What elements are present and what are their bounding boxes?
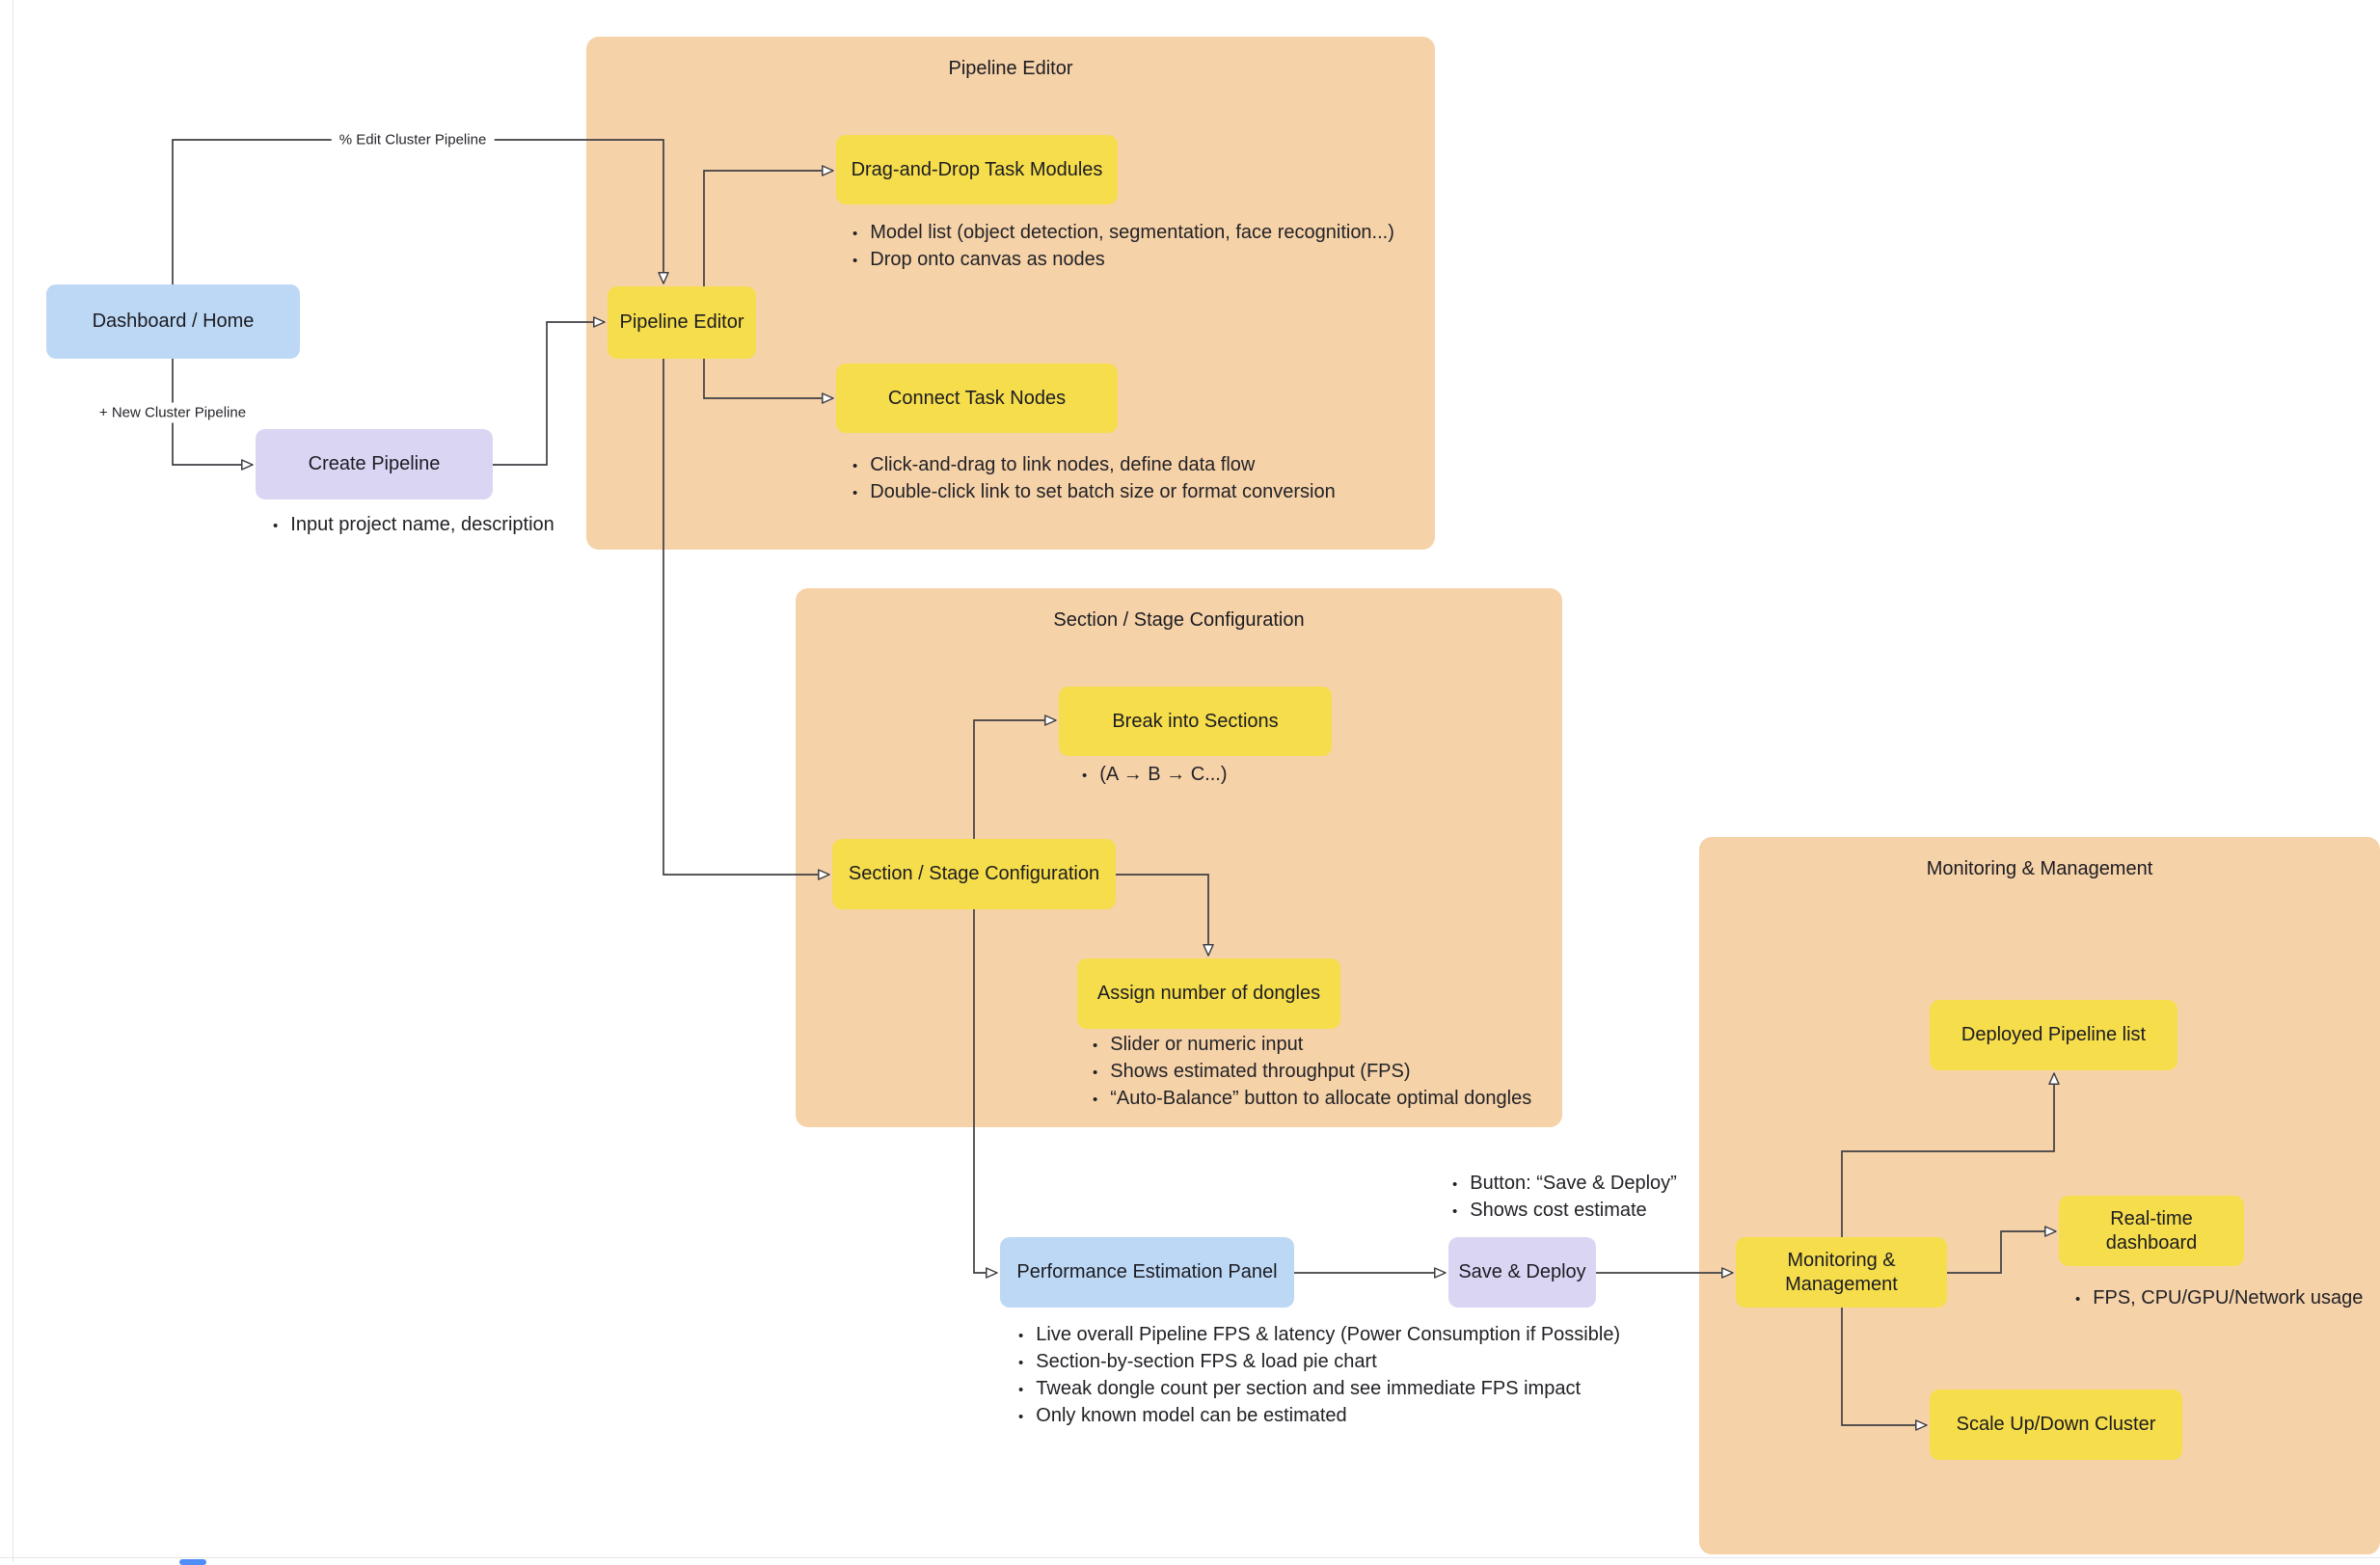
- node-drag-drop-task-modules[interactable]: Drag-and-Drop Task Modules: [836, 135, 1118, 204]
- node-pipeline-editor[interactable]: Pipeline Editor: [608, 286, 756, 359]
- bullet-icon: [1018, 1323, 1023, 1349]
- note-break-sections: (A → B → C...): [1082, 762, 1228, 789]
- bullet-icon: [1018, 1377, 1023, 1403]
- bullet-icon: [1082, 763, 1087, 789]
- node-deployed-pipeline-list[interactable]: Deployed Pipeline list: [1930, 1000, 2177, 1070]
- note-text: Button: “Save & Deploy”: [1470, 1173, 1677, 1194]
- note-text: Input project name, description: [290, 514, 554, 535]
- note-text: Section-by-section FPS & load pie chart: [1036, 1351, 1377, 1372]
- edge-section-stage-to-break-sections: [973, 715, 1057, 839]
- bullet-icon: [1452, 1172, 1457, 1198]
- canvas-left-border: [13, 0, 14, 1562]
- note-text: “Auto-Balance” button to allocate optima…: [1110, 1088, 1532, 1109]
- bullet-icon: [1093, 1060, 1097, 1086]
- node-realtime-dashboard[interactable]: Real-time dashboard: [2059, 1196, 2244, 1266]
- bullet-icon: [273, 513, 278, 539]
- note-performance-panel: Live overall Pipeline FPS & latency (Pow…: [1018, 1322, 1620, 1430]
- bullet-icon: [852, 221, 857, 247]
- edge-dashboard-to-pipeline-editor: [172, 139, 669, 284]
- note-text: Model list (object detection, segmentati…: [870, 222, 1394, 243]
- note-text: Only known model can be estimated: [1036, 1405, 1347, 1426]
- node-create-pipeline[interactable]: Create Pipeline: [256, 429, 493, 499]
- edge-pipeline-editor-to-section-stage: [663, 359, 830, 880]
- horizontal-scrollbar-thumb[interactable]: [179, 1559, 206, 1565]
- note-text: Tweak dongle count per section and see i…: [1036, 1378, 1582, 1399]
- bullet-icon: [2075, 1286, 2080, 1312]
- bullet-icon: [1452, 1199, 1457, 1225]
- note-text: (A → B → C...): [1099, 764, 1228, 785]
- bullet-icon: [852, 248, 857, 274]
- note-text: Shows estimated throughput (FPS): [1110, 1061, 1411, 1082]
- node-performance-estimation-panel[interactable]: Performance Estimation Panel: [1000, 1237, 1294, 1308]
- note-text: Shows cost estimate: [1470, 1200, 1647, 1221]
- edge-monitoring-to-deployed-list: [1841, 1072, 2060, 1237]
- note-text: Live overall Pipeline FPS & latency (Pow…: [1036, 1324, 1621, 1345]
- edge-monitoring-to-scale-cluster: [1841, 1308, 1928, 1431]
- bullet-icon: [1018, 1404, 1023, 1430]
- node-break-into-sections[interactable]: Break into Sections: [1059, 687, 1332, 756]
- note-text: Click-and-drag to link nodes, define dat…: [870, 454, 1256, 475]
- bullet-icon: [852, 453, 857, 479]
- note-save-deploy: Button: “Save & Deploy” Shows cost estim…: [1452, 1171, 1677, 1225]
- bullet-icon: [1018, 1350, 1023, 1376]
- note-connect-nodes: Click-and-drag to link nodes, define dat…: [852, 452, 1336, 506]
- node-section-stage-configuration[interactable]: Section / Stage Configuration: [832, 839, 1116, 909]
- node-connect-task-nodes[interactable]: Connect Task Nodes: [836, 364, 1118, 433]
- note-text: FPS, CPU/GPU/Network usage: [2093, 1287, 2364, 1309]
- bullet-icon: [1093, 1087, 1097, 1113]
- note-text: Double-click link to set batch size or f…: [870, 481, 1336, 502]
- edge-section-stage-to-performance-panel: [973, 909, 998, 1279]
- canvas-bottom-border: [0, 1557, 2380, 1558]
- note-assign-dongles: Slider or numeric input Shows estimated …: [1093, 1032, 1531, 1113]
- node-monitoring-management[interactable]: Monitoring & Management: [1736, 1237, 1947, 1308]
- bullet-icon: [852, 480, 857, 506]
- note-text: Drop onto canvas as nodes: [870, 249, 1105, 270]
- edge-monitoring-to-realtime-dashboard: [1947, 1226, 2057, 1274]
- node-assign-number-of-dongles[interactable]: Assign number of dongles: [1077, 958, 1340, 1029]
- group-section-stage-title: Section / Stage Configuration: [1053, 609, 1305, 631]
- node-scale-up-down-cluster[interactable]: Scale Up/Down Cluster: [1930, 1390, 2182, 1460]
- group-pipeline-editor-title: Pipeline Editor: [948, 58, 1073, 79]
- edge-label-new-cluster-pipeline: + New Cluster Pipeline: [91, 402, 255, 423]
- edge-pipeline-editor-to-connect-nodes: [703, 359, 834, 404]
- note-realtime-dashboard: FPS, CPU/GPU/Network usage: [2075, 1285, 2363, 1312]
- node-save-deploy[interactable]: Save & Deploy: [1448, 1237, 1596, 1308]
- bullet-icon: [1093, 1033, 1097, 1059]
- edge-section-stage-to-assign-dongles: [1116, 874, 1214, 957]
- note-drag-drop: Model list (object detection, segmentati…: [852, 220, 1394, 274]
- group-monitoring-title: Monitoring & Management: [1926, 858, 2153, 879]
- node-dashboard-home[interactable]: Dashboard / Home: [46, 284, 300, 359]
- edge-label-edit-cluster-pipeline: % Edit Cluster Pipeline: [331, 129, 495, 150]
- edge-pipeline-editor-to-drag-drop: [703, 165, 834, 286]
- edge-dashboard-to-create-pipeline: [172, 359, 254, 471]
- note-text: Slider or numeric input: [1110, 1034, 1304, 1055]
- edge-create-pipeline-to-pipeline-editor: [493, 316, 606, 466]
- note-create-pipeline: Input project name, description: [273, 512, 554, 539]
